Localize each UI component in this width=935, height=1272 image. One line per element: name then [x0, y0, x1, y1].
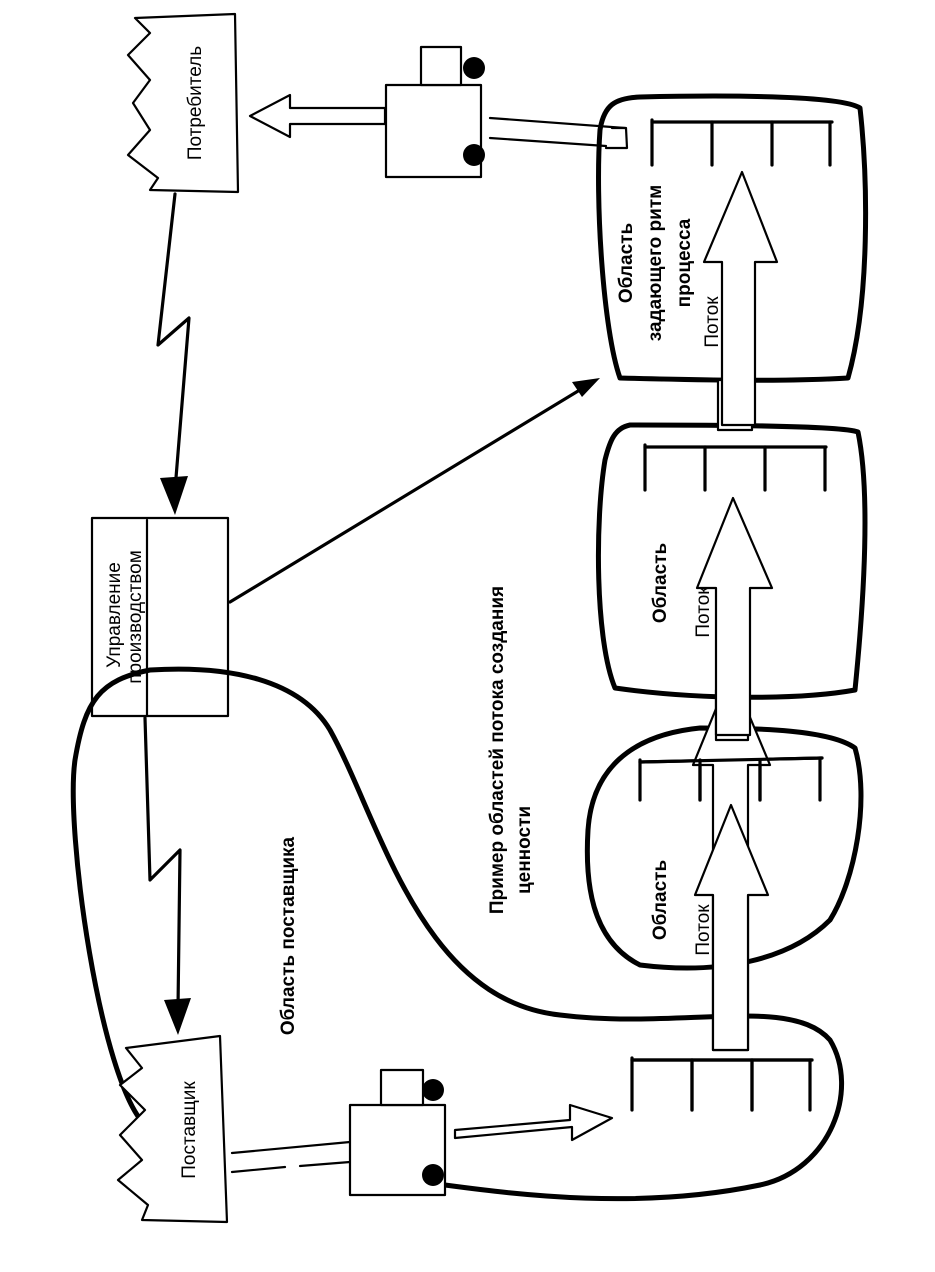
consumer-factory-icon: Потребитель	[126, 12, 240, 194]
production-control-label-1: Управление	[104, 562, 125, 668]
comb-bottom-overlay	[630, 1058, 814, 1112]
supplier-area-label: Область поставщика	[278, 836, 299, 1035]
caption-line-2: ценности	[514, 806, 535, 894]
process-area-low	[584, 725, 864, 971]
production-control-box: Управление производством	[90, 516, 230, 718]
comb-low-overlay	[638, 756, 824, 802]
shipping-line-bottom	[230, 1140, 352, 1174]
flow-mid-label: Поток	[693, 586, 714, 638]
flow-arrow-lower	[693, 803, 770, 1052]
flow-low-label: Поток	[693, 904, 714, 956]
comb-mid	[643, 443, 828, 492]
process-area-mid	[595, 422, 868, 700]
pacemaker-area	[596, 93, 869, 383]
receiving-comb-bottom	[630, 1056, 814, 1112]
shipment-arrow-to-plant	[453, 1103, 614, 1142]
supplier-label: Поставщик	[179, 1081, 200, 1179]
pacemaker-label-3: процесса	[674, 218, 695, 307]
flow-top-label: Поток	[702, 296, 723, 348]
truck-icon-bottom	[348, 1068, 447, 1197]
production-control-label-2: производством	[125, 550, 146, 684]
caption-line-1: Пример областей потока создания	[487, 586, 508, 914]
supplier-factory-icon: Поставщик	[116, 1034, 229, 1224]
area-mid-label: Область	[650, 543, 671, 623]
schedule-arrow-to-pacemaker	[228, 378, 600, 604]
comb-top	[650, 118, 834, 167]
electronic-info-flow-consumer-to-control	[156, 192, 191, 515]
area-low-label: Область	[650, 860, 671, 940]
pacemaker-label-2: задающего ритм	[645, 185, 666, 341]
shipping-line-top	[488, 116, 629, 150]
flow-arrow-segments	[695, 170, 779, 742]
supplier-area-boundary	[70, 666, 845, 1202]
shipment-arrow-to-consumer	[248, 93, 387, 139]
electronic-info-flow-control-to-supplier	[143, 716, 191, 1035]
truck-icon-top	[384, 45, 485, 179]
pacemaker-label-1: Область	[616, 223, 637, 303]
consumer-label: Потребитель	[185, 46, 206, 160]
